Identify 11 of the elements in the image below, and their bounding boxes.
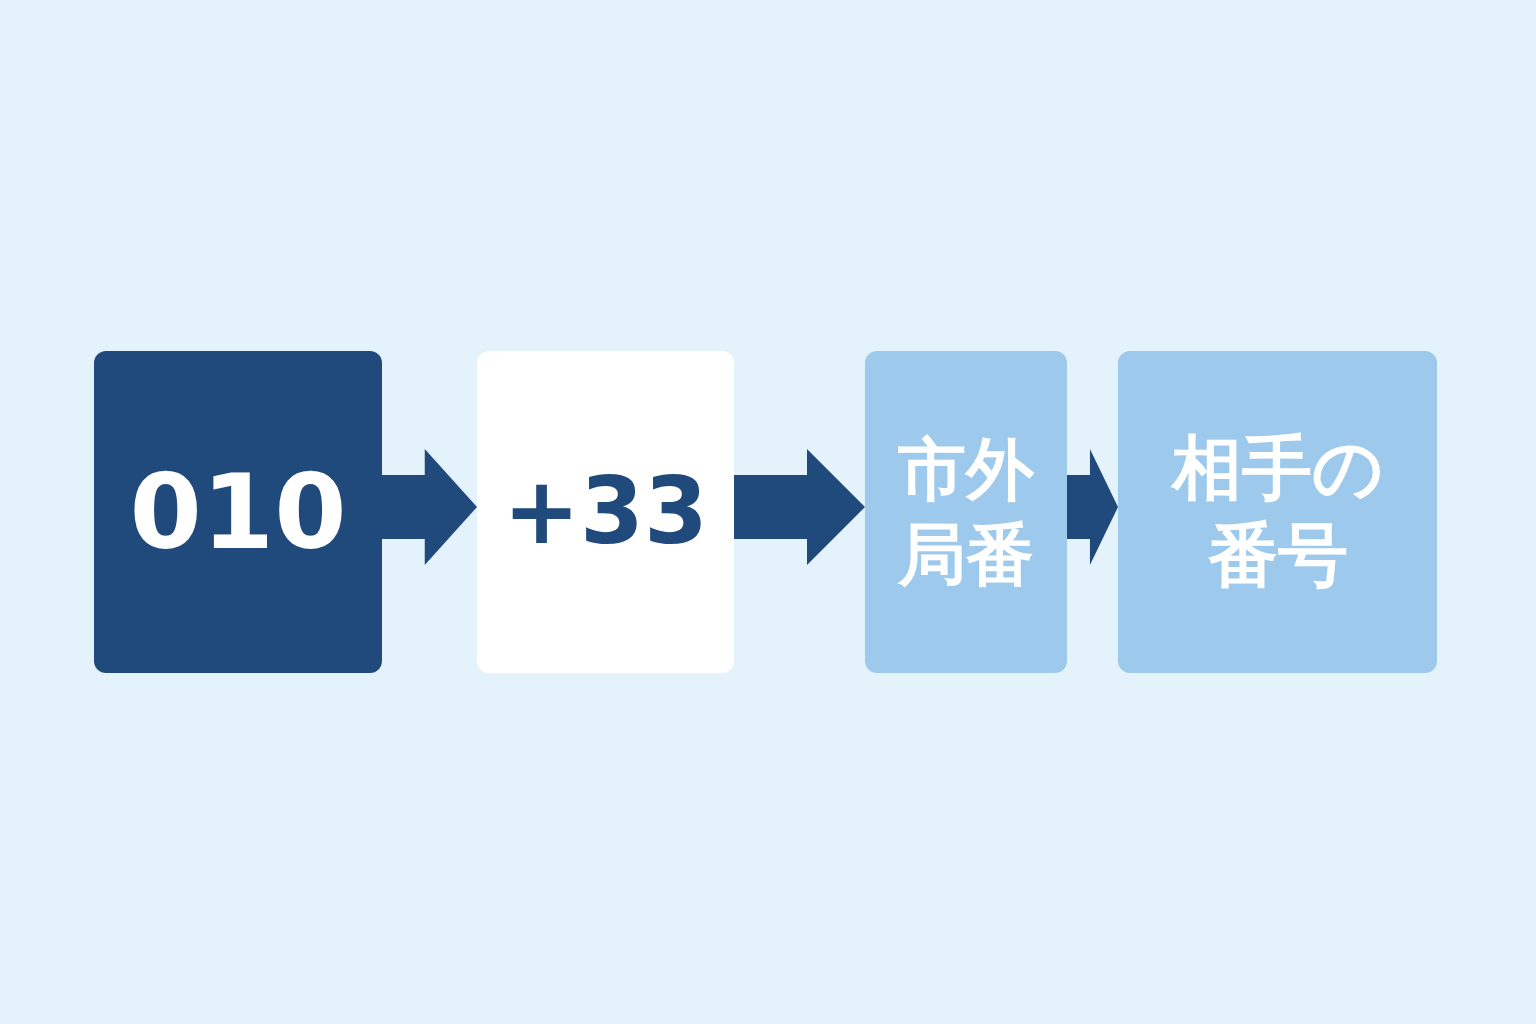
label-box — [865, 351, 1067, 673]
box-label: 市外局番 — [896, 429, 1035, 596]
block-arrow — [382, 449, 477, 565]
block-arrow — [1067, 449, 1118, 565]
number-box — [94, 351, 382, 673]
box-label: 010 — [129, 449, 347, 575]
box-label: 相手の番号 — [1169, 425, 1385, 598]
block-arrow — [734, 449, 865, 565]
number-box — [477, 351, 734, 673]
box-label: +33 — [502, 456, 709, 567]
label-box — [1118, 351, 1437, 673]
